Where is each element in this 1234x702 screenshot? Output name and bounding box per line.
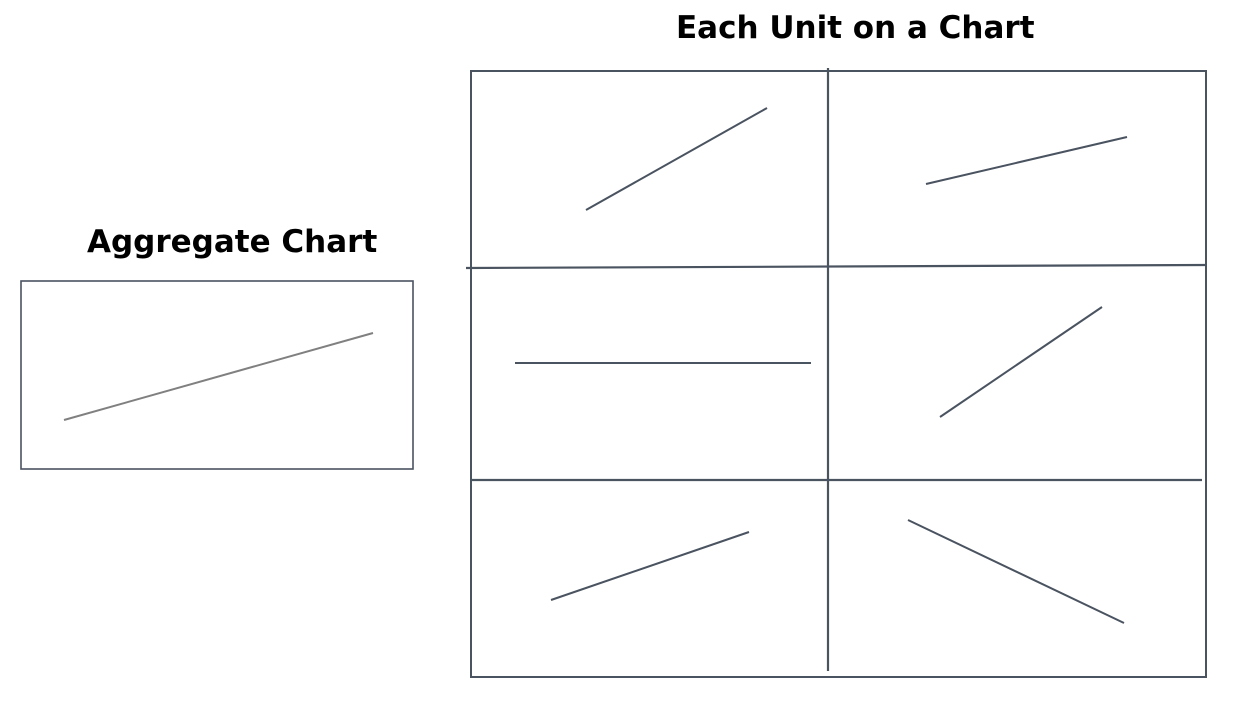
unit-5-trend-line	[550, 531, 750, 601]
aggregate-chart-title: Aggregate Chart	[87, 224, 378, 260]
aggregate-chart	[20, 280, 414, 470]
unit-2-trend-line	[925, 136, 1128, 185]
unit-charts-title: Each Unit on a Chart	[676, 10, 1035, 46]
unit-6-trend-line	[907, 519, 1125, 624]
grid-frame	[470, 70, 1207, 678]
grid-horizontal-divider-1	[465, 263, 1207, 270]
unit-charts-grid	[465, 68, 1207, 678]
aggregate-chart-frame	[20, 280, 414, 470]
aggregate-trend-line	[63, 332, 374, 421]
unit-4-trend-line	[939, 306, 1103, 418]
unit-1-trend-line	[585, 107, 768, 211]
